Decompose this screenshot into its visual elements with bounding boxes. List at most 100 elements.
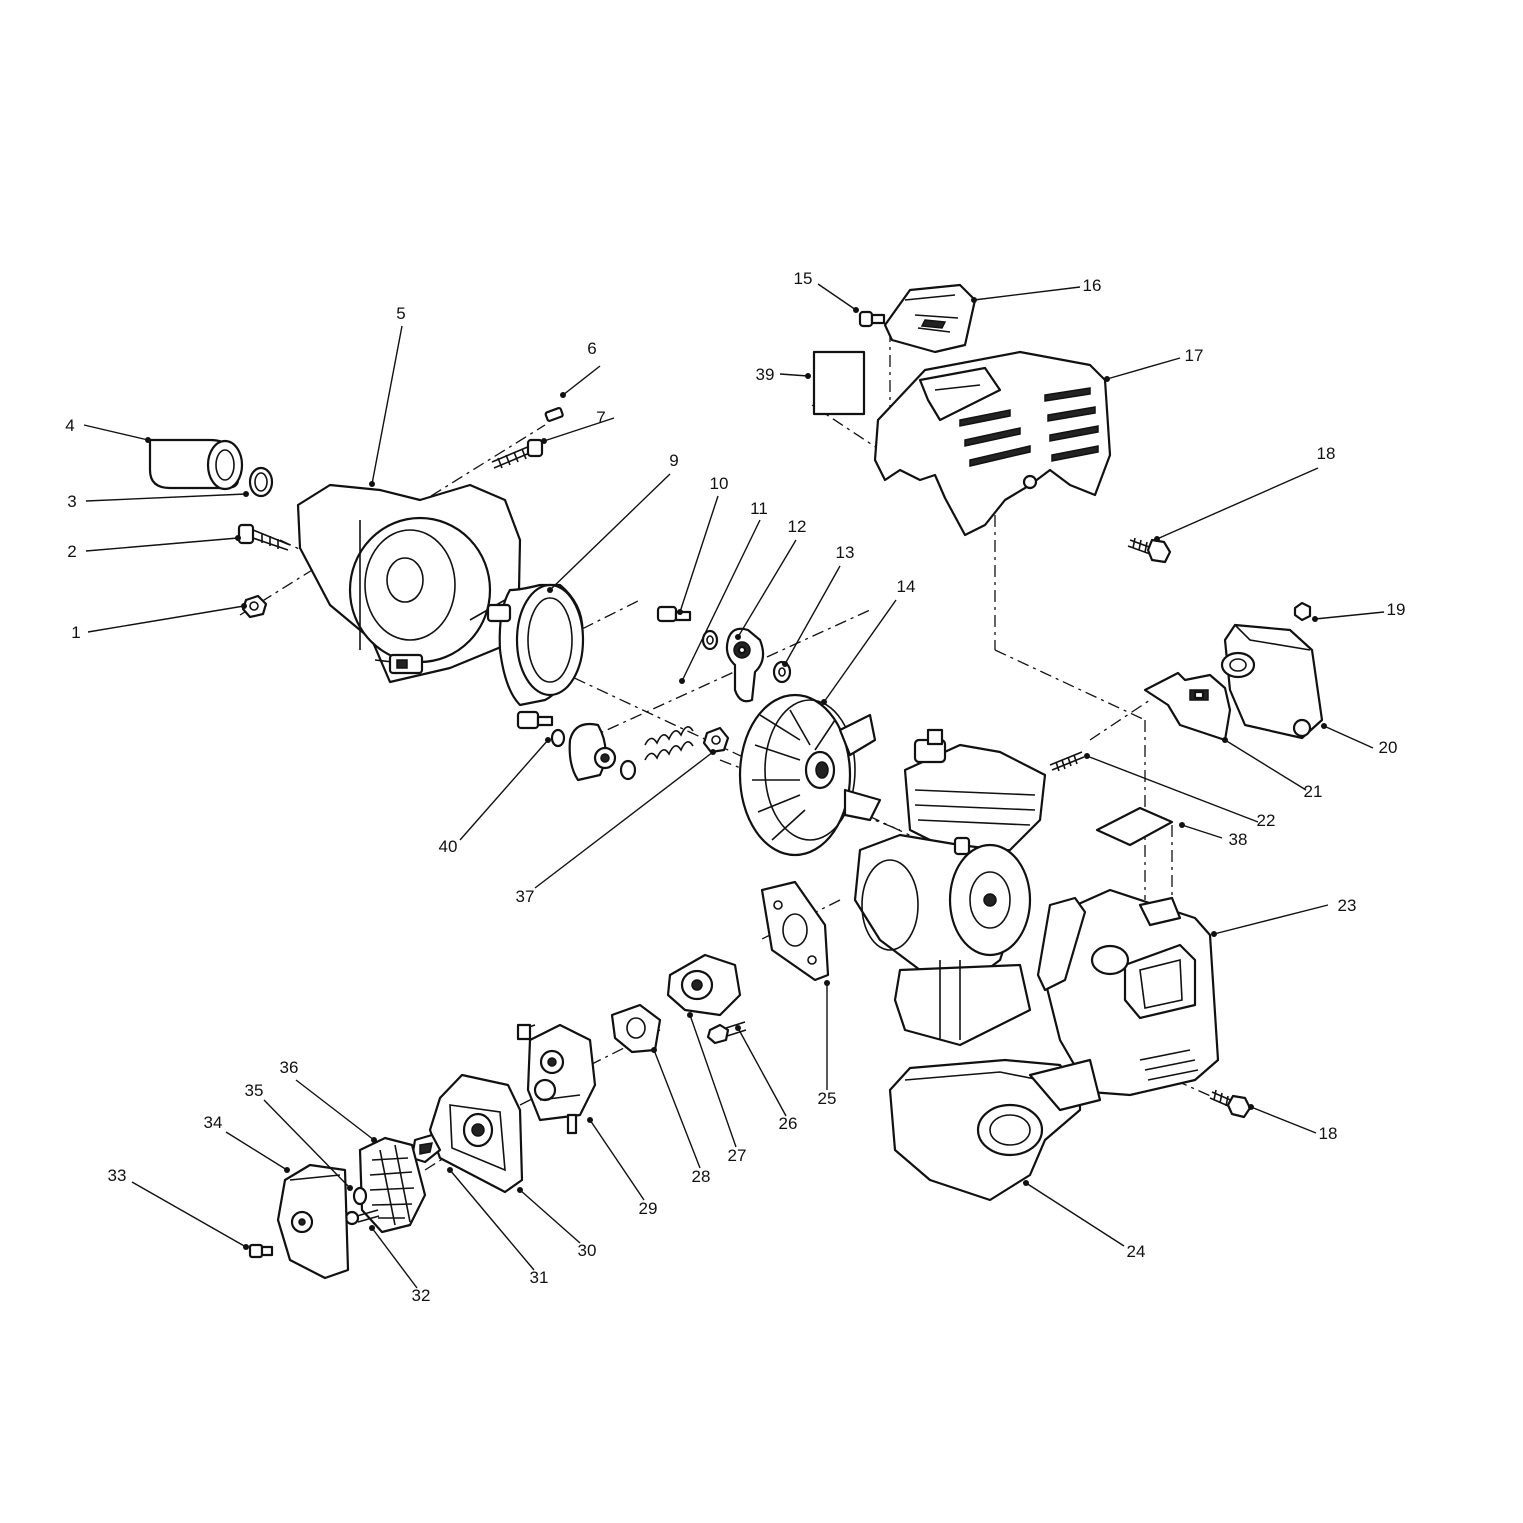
callout-label: 20 bbox=[1379, 738, 1398, 757]
leader-line bbox=[1213, 904, 1329, 935]
callout-label: 4 bbox=[65, 416, 74, 435]
leader-dot bbox=[971, 297, 977, 303]
callout-label: 28 bbox=[692, 1167, 711, 1186]
leader-line bbox=[85, 537, 239, 552]
leader-line bbox=[973, 286, 1081, 301]
leader-dot bbox=[517, 1187, 523, 1193]
part-20-muffler bbox=[1220, 623, 1324, 740]
leader-dot bbox=[145, 437, 151, 443]
callout-label: 37 bbox=[516, 887, 535, 906]
callout-label: 9 bbox=[669, 451, 678, 470]
leader-dot bbox=[805, 373, 811, 379]
leader-line bbox=[534, 751, 714, 889]
callout-label: 34 bbox=[204, 1113, 223, 1132]
leader-dot bbox=[284, 1167, 290, 1173]
part-27-insulator bbox=[666, 953, 742, 1017]
part-18-bolt-top bbox=[1127, 537, 1172, 564]
callout-label: 29 bbox=[639, 1199, 658, 1218]
leader-line bbox=[295, 1079, 375, 1141]
leader-line bbox=[1086, 755, 1259, 823]
leader-line bbox=[1025, 1182, 1125, 1247]
leader-dot bbox=[735, 1025, 741, 1031]
callout-label: 14 bbox=[897, 577, 916, 596]
leader-dot bbox=[679, 678, 685, 684]
callout-label: 19 bbox=[1387, 600, 1406, 619]
leader-line bbox=[737, 539, 797, 638]
leader-line bbox=[263, 1099, 351, 1189]
callout-label: 21 bbox=[1304, 782, 1323, 801]
callout-label: 36 bbox=[280, 1058, 299, 1077]
leader-dot bbox=[853, 307, 859, 313]
part-21-gasket-plate bbox=[1143, 671, 1232, 742]
callout-label: 25 bbox=[818, 1089, 837, 1108]
leader-line bbox=[543, 417, 615, 442]
callout-label: 12 bbox=[788, 517, 807, 536]
part-38-label bbox=[1095, 806, 1174, 847]
callout-label: 40 bbox=[439, 837, 458, 856]
callout-label: 18 bbox=[1317, 444, 1336, 463]
callout-label: 27 bbox=[728, 1146, 747, 1165]
callout-label: 18 bbox=[1319, 1124, 1338, 1143]
part-39-label bbox=[812, 350, 866, 416]
leader-dot bbox=[545, 737, 551, 743]
part-14-flywheel bbox=[738, 693, 882, 857]
leader-line bbox=[85, 493, 247, 502]
leader-line bbox=[371, 1227, 418, 1289]
leader-dot bbox=[560, 392, 566, 398]
callout-label: 35 bbox=[245, 1081, 264, 1100]
part-32-screw bbox=[344, 1209, 380, 1226]
leader-dot bbox=[541, 438, 547, 444]
leader-line bbox=[1314, 611, 1385, 620]
callout-label: 30 bbox=[578, 1241, 597, 1260]
leader-dot bbox=[241, 603, 247, 609]
part-6-pin bbox=[544, 406, 564, 422]
part-9-clutch-drum bbox=[486, 583, 585, 707]
leader-line bbox=[779, 373, 809, 377]
part-11-spring bbox=[644, 726, 694, 761]
leader-dot bbox=[1154, 536, 1160, 542]
part-23-starter-housing bbox=[1036, 888, 1220, 1097]
part-33-screw bbox=[248, 1243, 274, 1259]
leader-dot bbox=[677, 609, 683, 615]
leader-dot bbox=[1179, 822, 1185, 828]
leader-line bbox=[1250, 1106, 1317, 1134]
part-24-fuel-tank bbox=[888, 1058, 1102, 1202]
callout-labels: 1 2 3 4 5 6 7 9 10 11 12 13 14 15 16 17 … bbox=[65, 269, 1405, 1305]
leader-line bbox=[689, 1014, 737, 1148]
part-15-screw bbox=[858, 310, 886, 328]
callout-label: 17 bbox=[1185, 346, 1204, 365]
leader-dot bbox=[710, 749, 716, 755]
leader-dot bbox=[1023, 1180, 1029, 1186]
leader-dot bbox=[1312, 616, 1318, 622]
part-12-clutch-shoe bbox=[725, 627, 765, 703]
leader-dot bbox=[369, 1225, 375, 1231]
leader-dot bbox=[687, 1012, 693, 1018]
leader-dot bbox=[547, 587, 553, 593]
leader-dot bbox=[243, 1244, 249, 1250]
leader-dot bbox=[1248, 1104, 1254, 1110]
callout-label: 32 bbox=[412, 1286, 431, 1305]
leader-dot bbox=[1211, 931, 1217, 937]
leader-dot bbox=[1222, 737, 1228, 743]
leader-dot bbox=[782, 661, 788, 667]
part-31-choke-lever bbox=[410, 1133, 442, 1164]
callout-label: 38 bbox=[1229, 830, 1248, 849]
leader-dot bbox=[369, 481, 375, 487]
callout-label: 22 bbox=[1257, 811, 1276, 830]
callout-label: 1 bbox=[71, 623, 80, 642]
part-7-long-bolt bbox=[491, 438, 544, 469]
engine-block bbox=[853, 728, 1047, 1047]
leader-dot bbox=[1321, 723, 1327, 729]
leader-dot bbox=[735, 634, 741, 640]
leader-line bbox=[1224, 739, 1307, 791]
leader-line bbox=[681, 519, 761, 682]
leader-dot bbox=[824, 980, 830, 986]
callout-label: 16 bbox=[1083, 276, 1102, 295]
leader-line bbox=[1106, 357, 1181, 380]
part-19-nut bbox=[1293, 601, 1312, 622]
leader-line bbox=[817, 283, 857, 311]
leader-line bbox=[562, 365, 601, 396]
callout-label: 7 bbox=[596, 408, 605, 427]
